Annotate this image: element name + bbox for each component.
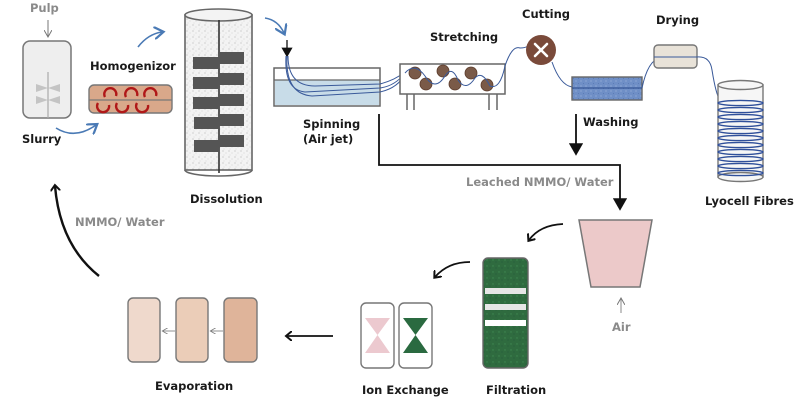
filtration-label: Filtration — [486, 383, 546, 397]
fibre-coil — [717, 106, 764, 114]
dissolution-to-spinning-arrow — [264, 17, 284, 33]
homogenizor: Homogenizor — [88, 59, 176, 114]
homogenizor-to-dissolution-arrow — [137, 32, 162, 48]
filtration-to-ion-exchange-arrow — [435, 261, 471, 277]
fibre-to-washing — [551, 61, 573, 88]
fibre-coil — [717, 155, 764, 163]
fibre-to-spool — [696, 56, 721, 101]
recycle-label: NMMO/ Water — [75, 215, 165, 229]
swirl-icons — [95, 86, 158, 114]
aeration-tank: Air — [578, 219, 653, 334]
leached-flow-line — [378, 114, 628, 211]
cutting-unit: Cutting — [522, 7, 570, 65]
filtration-column: Filtration — [482, 257, 546, 397]
fibre-to-cutter — [504, 45, 529, 67]
slurry-tank: Pulp Slurry — [22, 1, 72, 146]
evaporation-unit: Evaporation — [127, 297, 258, 393]
fibre-coil — [717, 99, 764, 107]
cutting-label: Cutting — [522, 7, 570, 21]
drying-unit: Drying — [653, 13, 699, 69]
stretching-rollers — [408, 64, 494, 92]
fibre-coil — [717, 148, 764, 156]
fibre-coil — [717, 127, 764, 135]
fibre-coil — [717, 134, 764, 142]
dissolution-label: Dissolution — [190, 192, 263, 206]
fibre-coil — [717, 113, 764, 121]
ion-exchange-label: Ion Exchange — [362, 383, 449, 397]
ion-exchange-unit: Ion Exchange — [360, 302, 449, 397]
spinning-label: Spinning — [303, 117, 360, 131]
washing-unit: Washing — [571, 76, 643, 129]
washing-label: Washing — [583, 115, 638, 129]
spinning-sub-label: (Air jet) — [303, 132, 353, 146]
fibre-coil — [717, 120, 764, 128]
drying-label: Drying — [656, 13, 699, 27]
stretching-label: Stretching — [430, 30, 498, 44]
fibre-coil — [717, 141, 764, 149]
dissolution-column: Dissolution — [184, 8, 263, 206]
tank-to-filtration-arrow — [529, 223, 564, 240]
lyocell-fibre-spool: Lyocell Fibres — [705, 79, 794, 208]
leached-label: Leached NMMO/ Water — [466, 175, 614, 189]
stretching-unit: Stretching — [399, 30, 506, 110]
recycle-arrow — [55, 186, 100, 277]
slurry-label: Slurry — [22, 132, 62, 146]
air-label: Air — [612, 320, 631, 334]
slurry-vessel — [22, 40, 72, 119]
fibre-coil — [717, 162, 764, 170]
agitator-icon — [36, 72, 60, 118]
pulp-label: Pulp — [30, 1, 59, 15]
lyocell-fibres-label: Lyocell Fibres — [705, 194, 794, 208]
evaporation-label: Evaporation — [155, 379, 233, 393]
fibre-coil — [717, 169, 764, 177]
slurry-to-homogenizor-arrow — [55, 125, 96, 133]
homogenizor-label: Homogenizor — [90, 59, 176, 73]
